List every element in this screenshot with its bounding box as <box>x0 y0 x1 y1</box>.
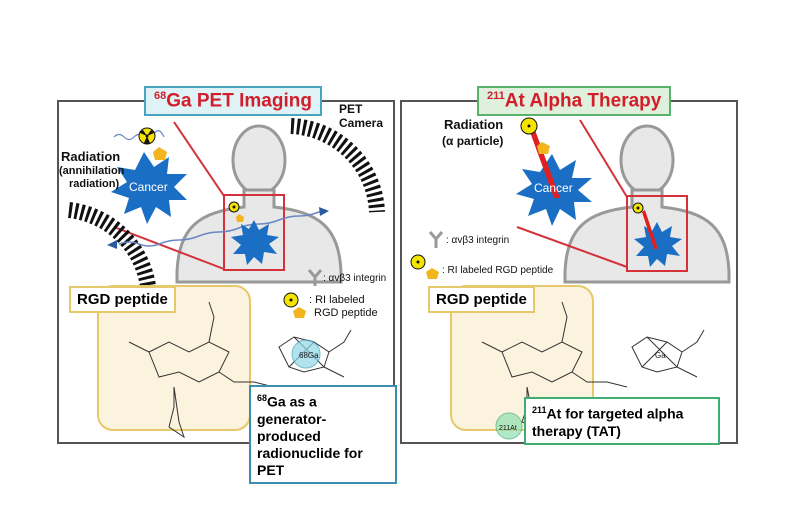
rgd-molecule <box>481 301 705 440</box>
note-line-3: radionuclide for PET <box>257 444 363 478</box>
radiation-symbol-small-icon <box>228 201 240 213</box>
note-isotope-sup: 68 <box>257 393 268 403</box>
peptide-pentagon-small-icon <box>236 214 244 222</box>
zoom-line-top <box>173 121 225 197</box>
pet-camera-top-icon <box>290 118 385 213</box>
radiation-label: Radiation <box>61 149 121 164</box>
camera-label-2: Camera <box>339 116 384 130</box>
integrin-icon <box>307 269 323 286</box>
pet-illustration <box>67 118 385 318</box>
cancer-label: Cancer <box>129 180 168 194</box>
note-line-1: Ga as a generator- <box>257 393 327 427</box>
radiation-sub1: (annihilation <box>59 165 125 177</box>
peptide-pentagon-icon <box>153 147 167 160</box>
pet-imaging-title: 68Ga PET Imaging <box>144 86 322 117</box>
alpha-therapy-title: 211At Alpha Therapy <box>477 86 672 117</box>
zoom-line-top <box>579 119 628 198</box>
note-line-1: At for targeted alpha <box>546 405 684 422</box>
arrowhead-left-icon <box>107 240 117 249</box>
chelate-metal-label: Ga <box>655 351 666 360</box>
peptide-pentagon-icon <box>537 142 550 154</box>
radiation-symbol-icon <box>138 127 156 145</box>
ri-legend-2: RGD peptide <box>314 307 378 319</box>
note-line-2: produced <box>257 427 321 444</box>
alpha-illustration <box>410 117 731 284</box>
zoom-line-bottom <box>516 226 628 268</box>
cancer-cell-small-icon <box>231 220 279 265</box>
zoom-box <box>626 195 688 272</box>
rgd-label: RGD peptide <box>428 286 535 313</box>
radiation-symbol-icon <box>520 117 538 135</box>
at-note-box: 211At for targeted alpha therapy (TAT) <box>524 397 720 445</box>
ri-legend: : RI labeled RGD peptide <box>442 265 554 276</box>
integrin-legend: : αvβ3 integrin <box>446 235 510 246</box>
radiation-label: Radiation <box>444 117 504 132</box>
title-text: Ga PET Imaging <box>166 90 312 112</box>
radiation-sub2: radiation) <box>69 178 120 190</box>
camera-label-1: PET <box>339 102 363 116</box>
radiation-symbol-small-icon <box>632 202 644 214</box>
integrin-icon <box>428 231 444 248</box>
alpha-particle-beam-small <box>642 210 658 249</box>
peptide-legend-icon <box>426 268 439 279</box>
radiation-wave <box>118 209 327 247</box>
integrin-legend: : αvβ3 integrin <box>323 273 387 284</box>
at-highlight <box>495 412 523 440</box>
note-line-2: therapy (TAT) <box>532 422 621 439</box>
arrowhead-right-icon <box>319 207 329 216</box>
at-label: 211At <box>499 425 517 432</box>
ga-chelate-highlight <box>291 339 321 369</box>
rgd-molecule <box>128 301 352 439</box>
chelate-metal-label: 68Ga <box>299 351 319 360</box>
title-isotope-sup: 211 <box>487 90 505 102</box>
radiation-legend-icon <box>410 254 426 270</box>
pet-imaging-panel: 68Ga PET Imaging Radiation (annihilation… <box>57 86 397 484</box>
note-isotope-sup: 211 <box>532 405 547 415</box>
cancer-cell-icon <box>111 152 187 224</box>
zoom-line-bottom <box>113 226 225 270</box>
radiation-legend-icon <box>283 292 299 308</box>
ga-note-box: 68Ga as a generator- produced radionucli… <box>249 385 397 484</box>
cancer-label: Cancer <box>534 181 573 195</box>
cancer-cell-small-icon <box>634 222 682 267</box>
alpha-therapy-panel: 211At Alpha Therapy Radiation (α particl… <box>400 86 738 445</box>
peptide-legend-icon <box>293 307 306 318</box>
rgd-label: RGD peptide <box>69 286 176 313</box>
title-isotope-sup: 68 <box>154 90 167 102</box>
title-text: At Alpha Therapy <box>504 90 662 112</box>
radiation-sub: (α particle) <box>442 134 504 148</box>
ri-legend-1: : RI labeled <box>309 294 365 306</box>
